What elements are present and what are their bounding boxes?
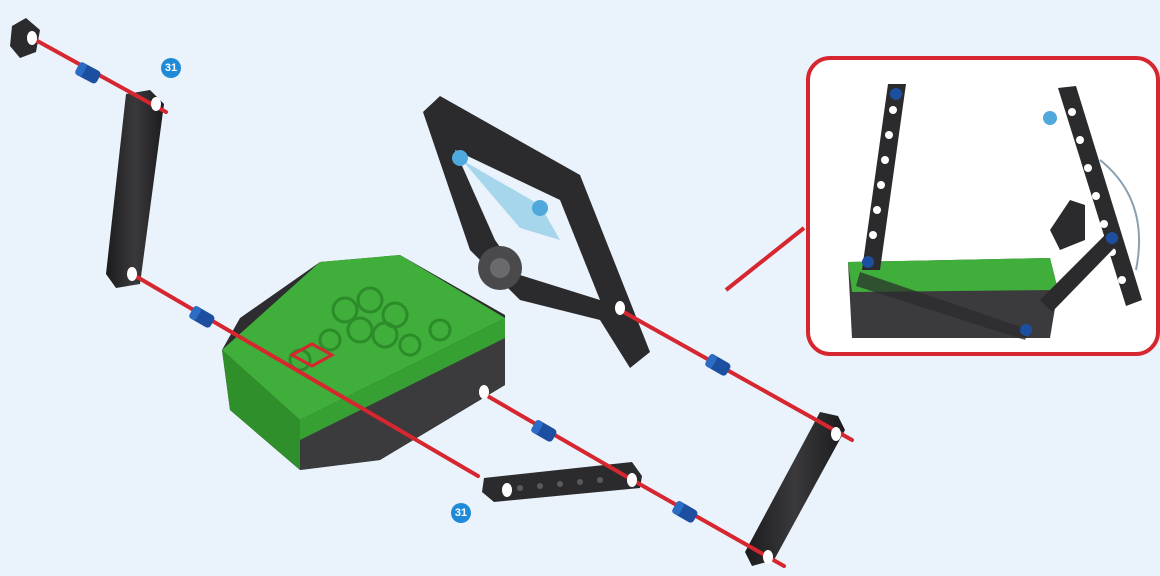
beam-lower-right [745,412,845,566]
detail-inset [808,58,1158,354]
detail-pointer [726,228,804,290]
part-callout-badge-bottom: 31 [451,503,471,523]
part-callout-badge-top: 31 [161,58,181,78]
green-base-block [222,255,505,470]
beam-vertical-left [106,90,164,288]
